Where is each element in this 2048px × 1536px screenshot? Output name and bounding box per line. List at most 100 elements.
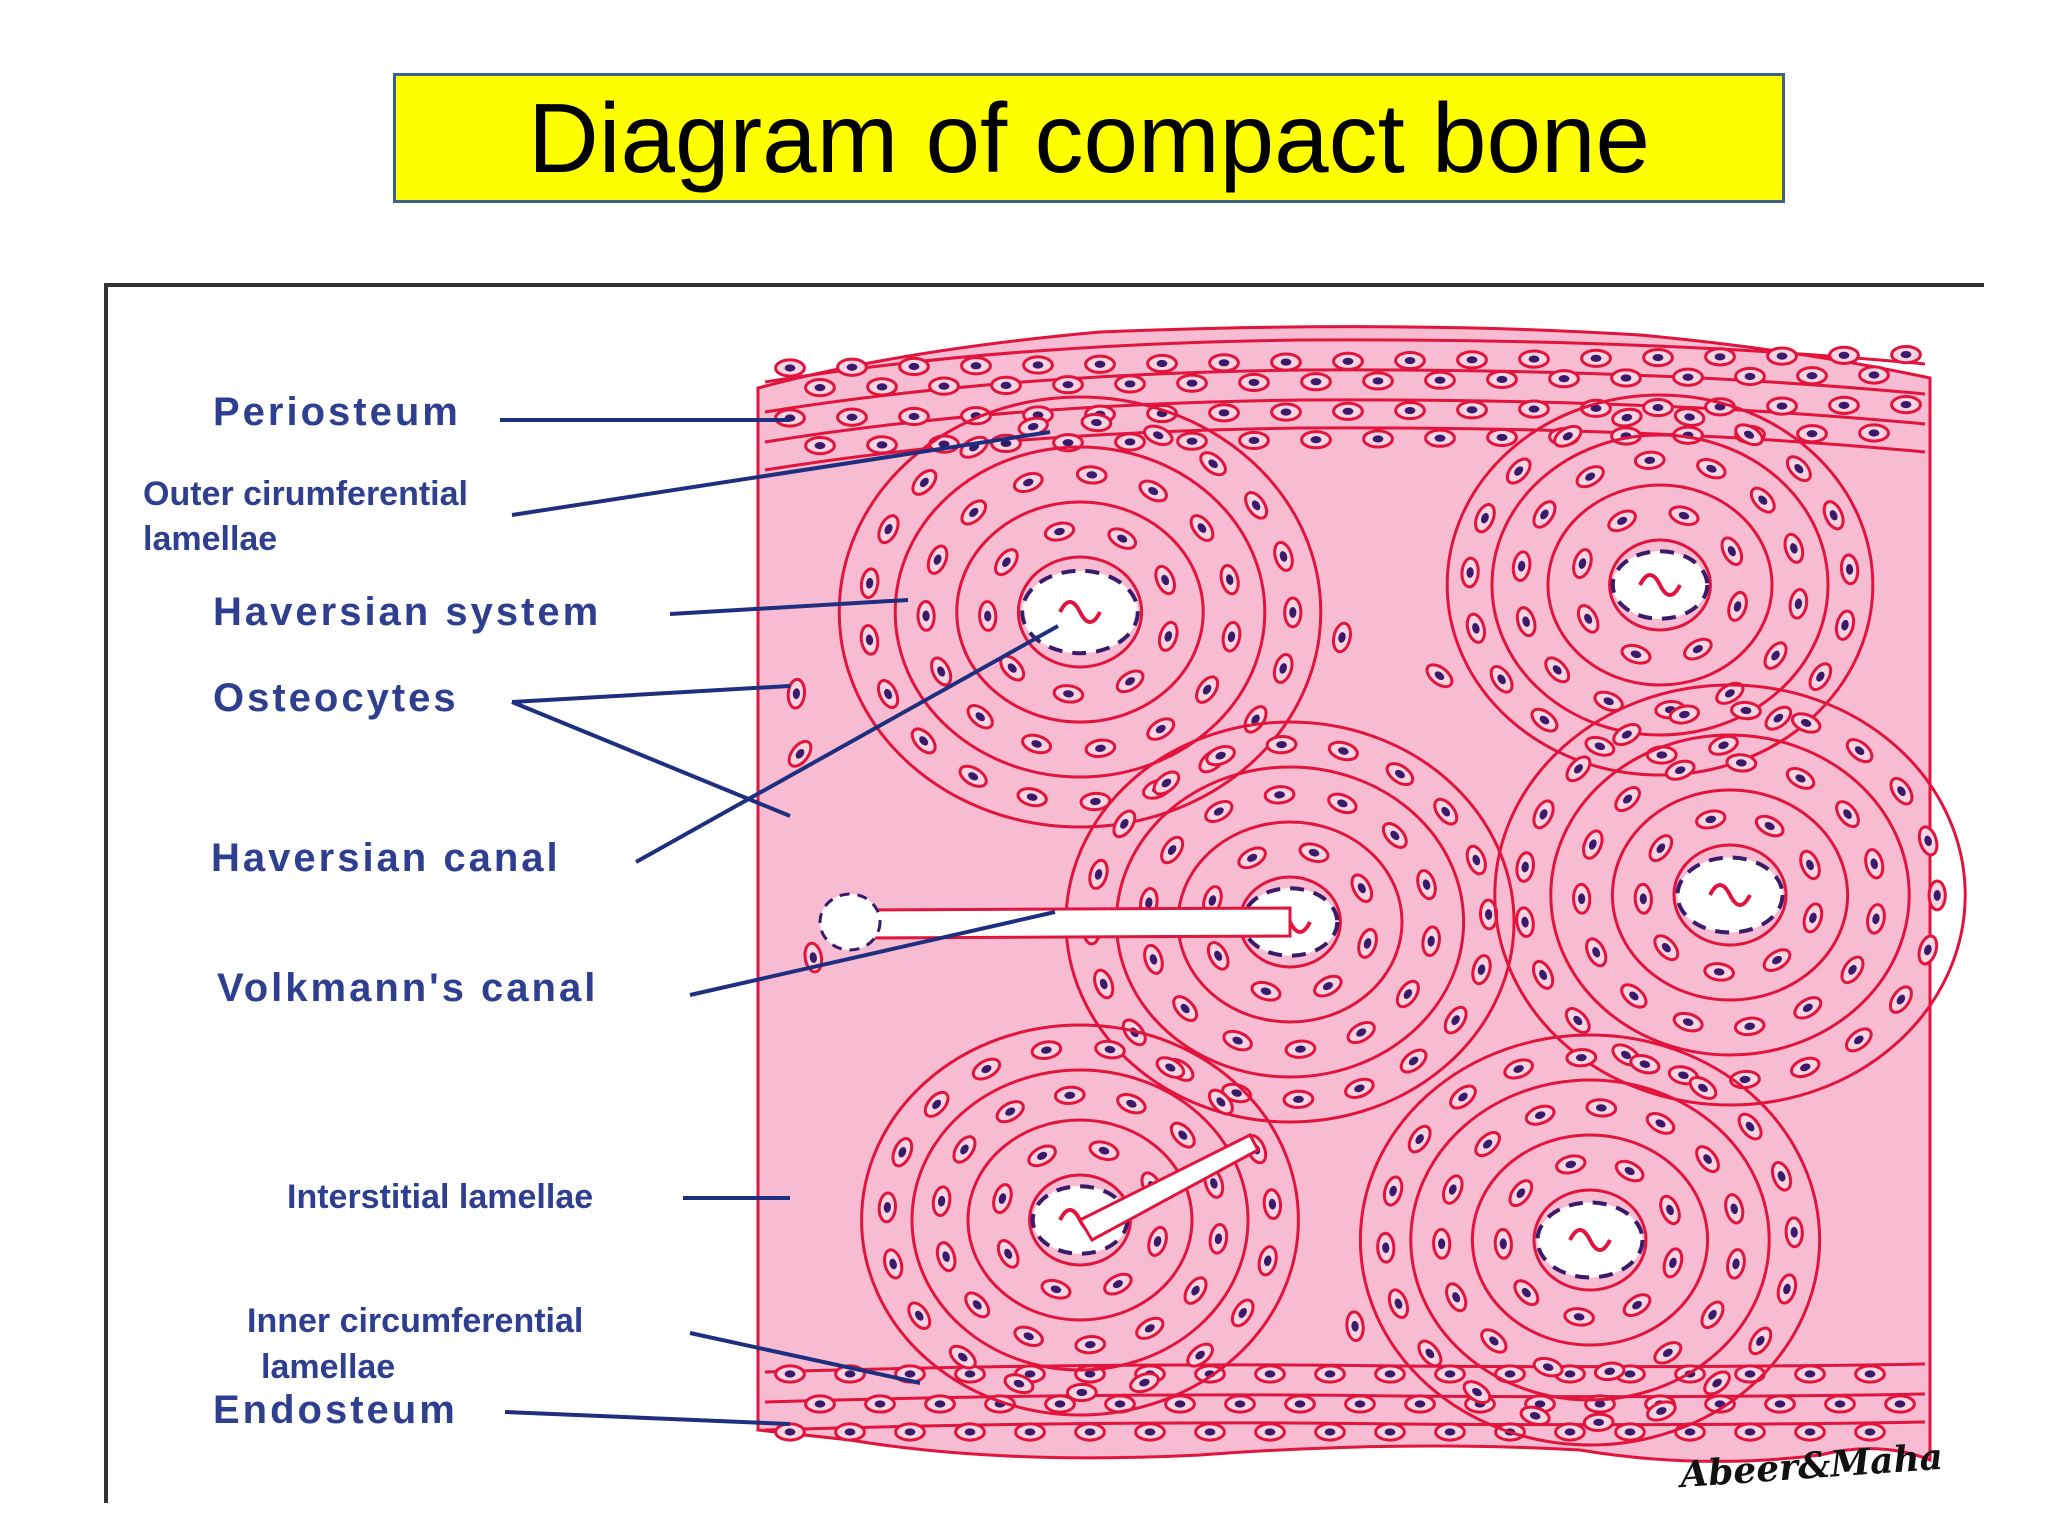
osteocyte bbox=[1508, 1179, 1534, 1208]
osteocyte bbox=[1612, 723, 1642, 747]
osteocyte bbox=[1796, 366, 1828, 386]
haversian-system bbox=[1358, 1033, 1822, 1447]
osteocyte bbox=[1629, 1053, 1661, 1075]
osteocyte bbox=[1503, 1058, 1534, 1080]
label-outer-circumferential-line1: Outer cirumferential bbox=[143, 475, 468, 513]
osteocyte bbox=[1407, 1124, 1432, 1154]
osteocyte bbox=[1238, 430, 1270, 451]
osteocyte bbox=[1238, 372, 1270, 393]
concentric-lamella bbox=[1549, 733, 1911, 1057]
osteocyte bbox=[1074, 1422, 1106, 1442]
osteocyte bbox=[1146, 403, 1178, 424]
osteocyte bbox=[1300, 372, 1332, 392]
osteocyte bbox=[1346, 1020, 1376, 1045]
osteocyte bbox=[1575, 465, 1605, 489]
osteocyte bbox=[1754, 814, 1785, 838]
osteocyte bbox=[1114, 432, 1146, 452]
osteocyte bbox=[1653, 934, 1680, 962]
osteocyte bbox=[1107, 527, 1138, 550]
osteocyte bbox=[1183, 1276, 1208, 1305]
osteocyte bbox=[1734, 1364, 1766, 1384]
osteocyte bbox=[1115, 669, 1145, 694]
osteocyte bbox=[960, 356, 992, 376]
osteocyte bbox=[1674, 1422, 1706, 1442]
osteocyte bbox=[1471, 954, 1492, 986]
osteocyte bbox=[1734, 1422, 1766, 1442]
osteocyte bbox=[1790, 712, 1822, 734]
osteocyte bbox=[1673, 407, 1706, 427]
concentric-lamella bbox=[837, 395, 1323, 829]
osteocyte bbox=[1257, 1245, 1278, 1277]
osteocyte bbox=[952, 1135, 977, 1164]
haversian-canal-leader bbox=[635, 624, 1059, 864]
osteocyte bbox=[1824, 1394, 1856, 1414]
osteocyte bbox=[1040, 1278, 1072, 1300]
osteocyte bbox=[1890, 395, 1922, 415]
osteocyte bbox=[1270, 402, 1302, 422]
osteocyte bbox=[1564, 1007, 1591, 1034]
osteocyte bbox=[1327, 792, 1358, 815]
osteocyte bbox=[1554, 1422, 1586, 1442]
concentric-lamella bbox=[1493, 683, 1967, 1107]
osteocyte bbox=[1013, 1325, 1044, 1347]
osteocyte bbox=[1794, 1422, 1826, 1442]
osteocyte bbox=[1344, 1394, 1376, 1414]
osteocyte bbox=[1763, 641, 1788, 670]
osteocyte bbox=[1104, 1394, 1136, 1414]
osteocyte bbox=[1764, 1394, 1796, 1414]
osteocyte bbox=[1917, 934, 1939, 966]
osteocyte bbox=[1565, 1048, 1598, 1068]
volkmanns-canal bbox=[848, 906, 1292, 940]
osteocyte bbox=[911, 469, 938, 496]
osteocyte bbox=[930, 656, 953, 687]
osteocyte bbox=[804, 378, 836, 398]
osteocyte bbox=[1917, 825, 1939, 857]
osteocyte bbox=[1828, 345, 1860, 365]
osteocyte bbox=[960, 499, 988, 526]
canal-opening bbox=[818, 892, 882, 952]
osteocyte bbox=[1785, 767, 1816, 790]
osteocyte bbox=[1208, 1223, 1229, 1255]
osteocyte bbox=[1273, 540, 1294, 572]
osteocyte bbox=[1703, 1370, 1731, 1396]
vessel bbox=[1058, 600, 1102, 624]
osteocyte bbox=[1696, 458, 1727, 480]
osteocyte bbox=[1672, 1011, 1704, 1033]
osteocyte bbox=[1585, 937, 1608, 968]
concentric-lamella bbox=[893, 445, 1267, 779]
osteocyte bbox=[1789, 1056, 1821, 1079]
osteocyte bbox=[1788, 588, 1809, 620]
outer-lamella-band bbox=[764, 398, 1926, 444]
osteocyte bbox=[1465, 844, 1487, 876]
osteocyte bbox=[1783, 532, 1805, 564]
osteocyte bbox=[1762, 948, 1792, 972]
osteocyte bbox=[1362, 429, 1394, 449]
haversian-system-leader bbox=[669, 598, 909, 616]
concentric-lamella bbox=[1409, 1078, 1771, 1402]
osteocyte bbox=[1725, 753, 1758, 773]
osteocyte bbox=[1544, 656, 1571, 684]
osteocyte bbox=[1802, 902, 1824, 934]
vessel bbox=[1638, 573, 1682, 597]
osteocyte bbox=[1093, 968, 1115, 1000]
label-volkmanns-canal: Volkmann's canal bbox=[217, 966, 599, 1010]
osteocyte bbox=[1515, 906, 1535, 938]
osteocyte bbox=[786, 677, 807, 710]
osteocyte bbox=[1434, 1364, 1466, 1384]
volkmanns-canal-leader bbox=[689, 910, 1056, 997]
osteocyte bbox=[1376, 1231, 1396, 1264]
osteocyte bbox=[1474, 1131, 1501, 1158]
osteocyte bbox=[1441, 1174, 1464, 1205]
osteocyte bbox=[1474, 503, 1496, 534]
osteocyte bbox=[964, 1291, 991, 1319]
osteocyte bbox=[1230, 1298, 1255, 1328]
osteocytes-leader-1 bbox=[511, 684, 791, 704]
label-haversian-canal: Haversian canal bbox=[211, 836, 561, 880]
osteocyte bbox=[1416, 869, 1437, 901]
osteocyte bbox=[1205, 745, 1236, 767]
osteocyte bbox=[926, 544, 949, 575]
osteocyte bbox=[1417, 1339, 1443, 1368]
osteocyte bbox=[1164, 1394, 1196, 1414]
osteocyte bbox=[1884, 1394, 1916, 1414]
